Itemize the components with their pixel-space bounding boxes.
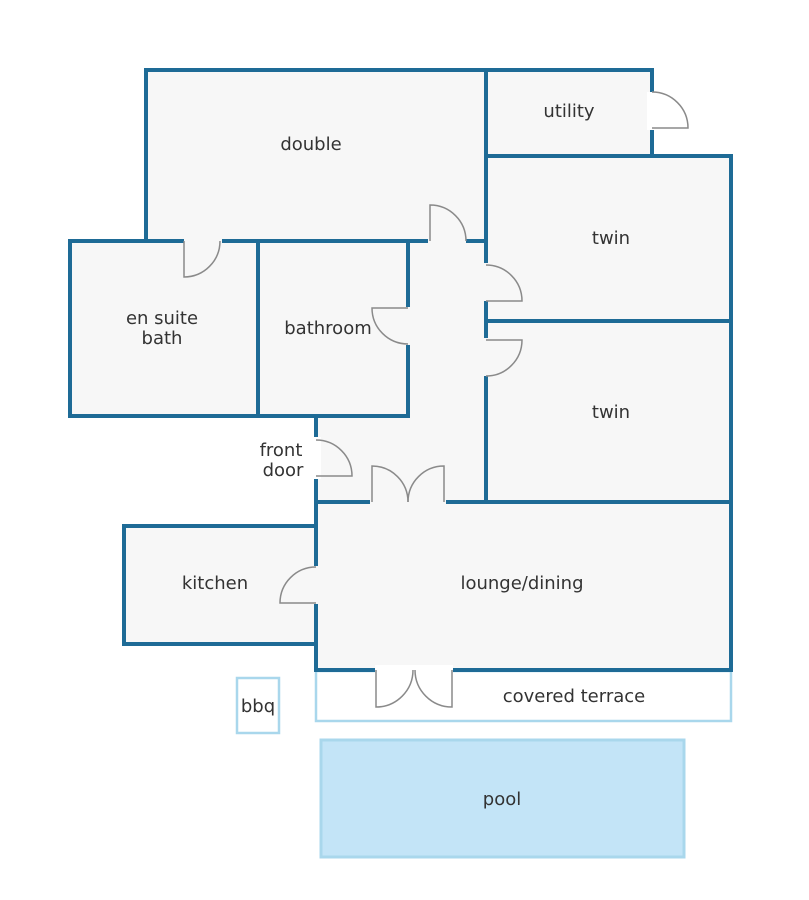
room-kitchen [122, 524, 318, 646]
door-terrace [375, 669, 453, 708]
label-en-suite-line1: en suite [126, 308, 198, 329]
label-covered-terrace: covered terrace [503, 686, 645, 707]
label-lounge-dining: lounge/dining [460, 573, 583, 594]
label-twin-lower: twin [592, 402, 630, 423]
label-pool: pool [483, 789, 521, 810]
label-utility: utility [543, 101, 595, 122]
door-hall-lounge [371, 465, 445, 503]
bbq [235, 676, 281, 735]
room-en-suite-bath [68, 239, 260, 418]
covered-terrace [314, 669, 733, 723]
label-front-door-line1: front [260, 440, 303, 461]
room-bathroom [256, 239, 410, 418]
pool [319, 738, 686, 859]
label-twin-upper: twin [592, 228, 630, 249]
door-en-suite [183, 240, 221, 278]
room-twin-upper [484, 154, 733, 323]
door-kitchen [279, 566, 317, 604]
door-double [429, 204, 467, 242]
door-utility [651, 91, 689, 129]
room-double [144, 68, 488, 243]
label-double: double [280, 134, 341, 155]
door-twin-upper [485, 264, 523, 302]
door-bathroom [371, 307, 409, 345]
label-bathroom: bathroom [284, 318, 372, 339]
label-en-suite-line2: bath [142, 328, 183, 349]
label-bbq: bbq [241, 696, 275, 717]
door-twin-lower [485, 339, 523, 377]
label-front-door-line2: door [263, 460, 304, 481]
label-kitchen: kitchen [182, 573, 248, 594]
door-front [315, 439, 353, 477]
room-lounge-dining [314, 500, 733, 672]
